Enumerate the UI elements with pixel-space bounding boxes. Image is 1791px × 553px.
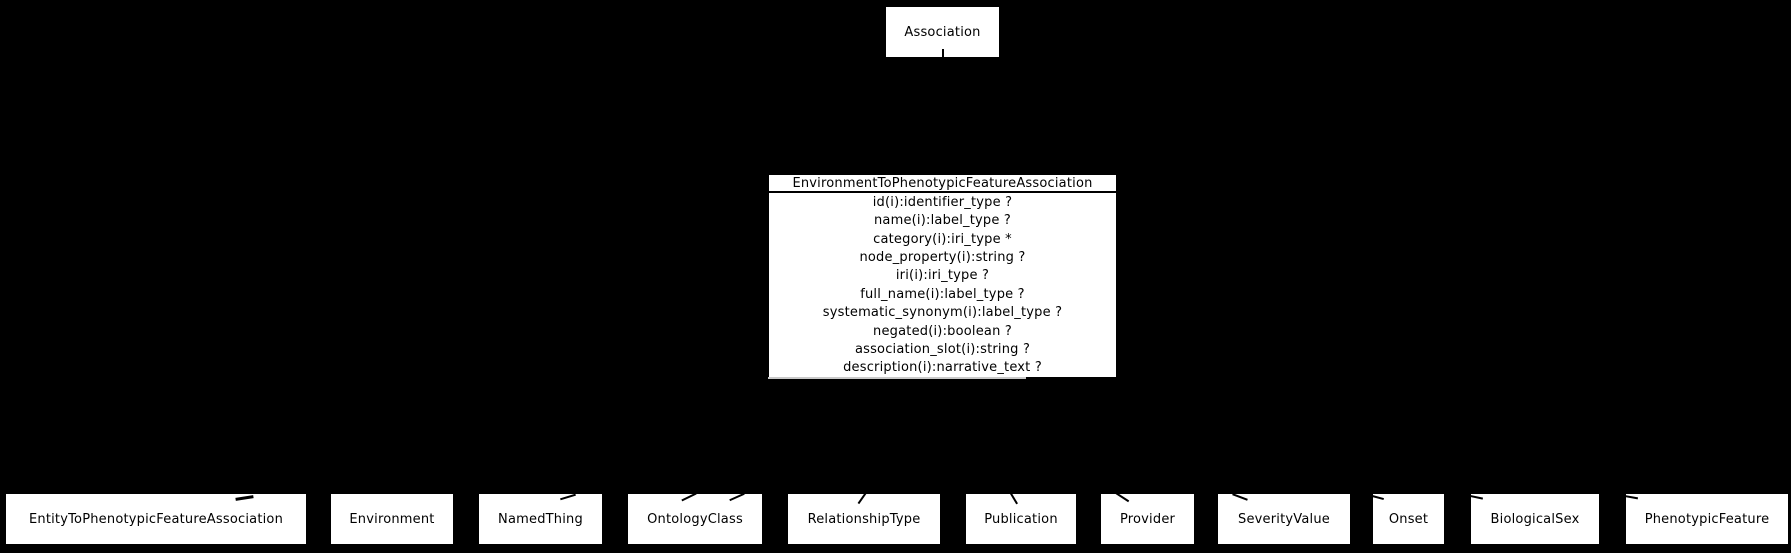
class-node-relationship-type[interactable]: RelationshipType <box>787 493 941 545</box>
uml-attribute-row: name(i):label_type ? <box>873 213 1011 229</box>
edge-stub <box>1471 494 1484 500</box>
class-label: Publication <box>984 511 1058 527</box>
class-node-main[interactable]: EnvironmentToPhenotypicFeatureAssociatio… <box>768 174 1117 378</box>
class-node-association[interactable]: Association <box>885 6 1000 58</box>
class-node-phenotypic-feature[interactable]: PhenotypicFeature <box>1625 493 1789 545</box>
edge-stub <box>857 494 869 505</box>
uml-attribute-row: description(i):narrative_text ? <box>843 360 1042 376</box>
uml-attribute-list: id(i):identifier_type ? name(i):label_ty… <box>769 193 1116 377</box>
edge-stub <box>729 494 745 502</box>
edge-stub <box>681 494 697 502</box>
class-node-provider[interactable]: Provider <box>1100 493 1195 545</box>
class-node-environment[interactable]: Environment <box>330 493 454 545</box>
edge-stub <box>1008 494 1018 505</box>
edge-stub <box>941 49 944 57</box>
uml-attribute-row: negated(i):boolean ? <box>873 323 1012 339</box>
class-label: Association <box>904 24 981 40</box>
class-label: OntologyClass <box>647 511 743 527</box>
uml-attribute-row: full_name(i):label_type ? <box>860 286 1025 302</box>
edge-stub <box>1373 494 1384 501</box>
uml-attribute-row: node_property(i):string ? <box>859 249 1026 265</box>
class-label: Onset <box>1388 511 1429 527</box>
class-label: Provider <box>1119 511 1176 527</box>
main-class-name: EnvironmentToPhenotypicFeatureAssociatio… <box>792 175 1093 191</box>
edge-stub <box>235 495 254 501</box>
edge-stub <box>1626 494 1639 500</box>
class-label: SeverityValue <box>1238 511 1330 527</box>
class-label: PhenotypicFeature <box>1644 511 1770 527</box>
class-node-onset[interactable]: Onset <box>1372 493 1445 545</box>
class-node-severity-value[interactable]: SeverityValue <box>1217 493 1351 545</box>
uml-attribute-row: systematic_synonym(i):label_type ? <box>822 305 1063 321</box>
class-label: BiologicalSex <box>1490 511 1580 527</box>
uml-attribute-row: id(i):identifier_type ? <box>872 194 1013 210</box>
uml-attribute-row: iri(i):iri_type ? <box>895 268 990 284</box>
class-node-publication[interactable]: Publication <box>965 493 1077 545</box>
class-node-ontology-class[interactable]: OntologyClass <box>627 493 763 545</box>
class-label: Environment <box>349 511 435 527</box>
class-label: EntityToPhenotypicFeatureAssociation <box>28 511 284 527</box>
class-node-biological-sex[interactable]: BiologicalSex <box>1470 493 1600 545</box>
box-bottom-edge-highlight <box>768 377 1026 379</box>
uml-class-header: EnvironmentToPhenotypicFeatureAssociatio… <box>769 175 1116 193</box>
edge-stub <box>1114 494 1130 503</box>
edge-stub <box>1232 494 1248 501</box>
class-label: NamedThing <box>498 511 583 527</box>
class-node-named-thing[interactable]: NamedThing <box>478 493 603 545</box>
uml-attribute-row: association_slot(i):string ? <box>854 341 1031 357</box>
edge-stub <box>560 494 576 501</box>
uml-attribute-row: category(i):iri_type * <box>873 231 1012 247</box>
class-label: RelationshipType <box>807 511 921 527</box>
class-node-entity-to-phenotypic-feature-association[interactable]: EntityToPhenotypicFeatureAssociation <box>5 493 307 545</box>
